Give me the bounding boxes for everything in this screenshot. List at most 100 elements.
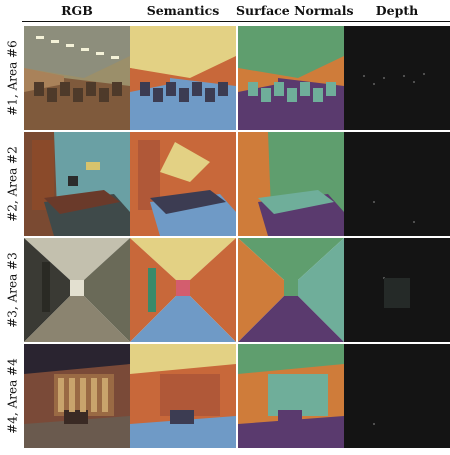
depth-point: [403, 75, 405, 77]
furniture: [179, 88, 189, 102]
ceiling: [130, 238, 236, 280]
right-wall: [298, 238, 344, 342]
furniture: [47, 88, 57, 102]
column-header-semantics: Semantics: [128, 3, 238, 22]
semantics-svg: [130, 238, 236, 342]
rgb-svg: [24, 132, 130, 236]
floor: [238, 296, 344, 342]
ceiling: [24, 344, 130, 374]
depth-point: [373, 83, 375, 85]
surface-normals-image-row-3: [238, 238, 344, 342]
column-header-rgb: RGB: [22, 3, 132, 22]
door: [148, 268, 156, 312]
corridor-end: [176, 280, 190, 296]
surface-normals-image-row-4: [238, 344, 344, 448]
rgb-image-row-2: [24, 132, 130, 236]
surface-normals-svg: [238, 26, 344, 130]
floor: [24, 296, 130, 342]
furniture: [73, 88, 83, 102]
table: [64, 410, 88, 424]
table: [278, 410, 302, 424]
furniture: [205, 88, 215, 102]
table: [170, 410, 194, 424]
left-wall: [238, 238, 284, 342]
furniture: [326, 82, 336, 96]
semantics-image-row-2: [130, 132, 236, 236]
surface-normals-svg: [238, 344, 344, 448]
rgb-svg: [24, 344, 130, 448]
ceiling: [24, 238, 130, 280]
surface-normals-image-row-2: [238, 132, 344, 236]
semantics-svg: [130, 344, 236, 448]
ceiling: [238, 344, 344, 374]
depth-image-row-4: [344, 344, 450, 448]
semantics-svg: [130, 132, 236, 236]
furniture: [166, 82, 176, 96]
depth-point: [413, 221, 415, 223]
furniture: [60, 82, 70, 96]
desk: [150, 190, 226, 214]
rgb-image-row-3: [24, 238, 130, 342]
furniture: [86, 82, 96, 96]
furniture: [153, 88, 163, 102]
depth-point: [373, 201, 375, 203]
depth-image-row-3: [344, 238, 450, 342]
depth-point: [363, 75, 365, 77]
furniture: [287, 88, 297, 102]
books: [102, 378, 108, 412]
desk: [258, 190, 334, 214]
row-label-text: #2, Area #2: [6, 146, 21, 222]
right-wall: [84, 238, 130, 342]
bookcase: [138, 140, 160, 210]
furniture: [274, 82, 284, 96]
depth-background: [344, 26, 450, 130]
depth-image-row-2: [344, 132, 450, 236]
surface-normals-image-row-1: [238, 26, 344, 130]
depth-svg: [344, 238, 450, 342]
books: [80, 378, 86, 412]
depth-background: [344, 344, 450, 448]
ceiling-light: [36, 36, 44, 39]
rgb-svg: [24, 238, 130, 342]
furniture: [34, 82, 44, 96]
rgb-svg: [24, 26, 130, 130]
depth-point: [383, 77, 385, 79]
furniture: [140, 82, 150, 96]
books: [58, 378, 64, 412]
corridor-end: [70, 280, 84, 296]
right-wall: [190, 238, 236, 342]
row-label-text: #1, Area #6: [6, 40, 21, 116]
surface-normals-svg: [238, 132, 344, 236]
ceiling: [130, 344, 236, 374]
furniture: [99, 88, 109, 102]
semantics-image-row-3: [130, 238, 236, 342]
furniture: [192, 82, 202, 96]
surface-normals-svg: [238, 238, 344, 342]
lamp-shade: [160, 142, 210, 182]
ceiling: [238, 26, 344, 78]
semantics-image-row-4: [130, 344, 236, 448]
wall-picture: [86, 162, 100, 170]
ceiling: [24, 26, 130, 78]
furniture: [300, 82, 310, 96]
floor: [238, 416, 344, 448]
depth-svg: [344, 132, 450, 236]
depth-point: [423, 73, 425, 75]
ceiling: [238, 238, 344, 280]
monitor: [68, 176, 78, 186]
bookcase: [246, 140, 268, 210]
floor: [24, 416, 130, 448]
ceiling-light: [66, 44, 74, 47]
ceiling-light: [96, 52, 104, 55]
rgb-image-row-1: [24, 26, 130, 130]
bookcase: [160, 374, 220, 416]
furniture: [261, 88, 271, 102]
depth-corridor: [384, 278, 410, 308]
depth-point: [413, 81, 415, 83]
row-label: #2, Area #2: [2, 132, 24, 236]
ceiling-light: [111, 56, 119, 59]
books: [91, 378, 97, 412]
ceiling-light: [81, 48, 89, 51]
depth-svg: [344, 344, 450, 448]
row-label: #3, Area #3: [2, 238, 24, 342]
